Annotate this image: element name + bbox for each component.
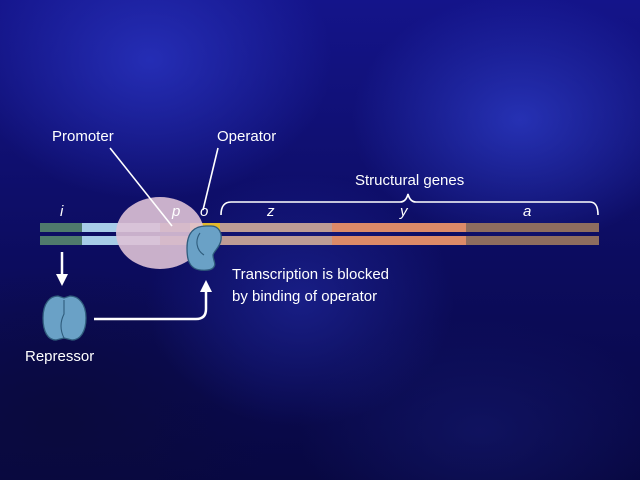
a-gene-segment <box>466 236 599 245</box>
rna-polymerase-shape <box>116 197 204 269</box>
gene-label-y: y <box>399 203 409 220</box>
i-gene-segment <box>40 236 82 245</box>
structural-genes-bracket <box>220 193 599 216</box>
y-gene-segment <box>332 223 466 232</box>
gene-label-p: p <box>171 203 180 220</box>
a-gene-segment <box>466 223 599 232</box>
i-gene-segment <box>40 223 82 232</box>
operator-label: Operator <box>217 128 276 145</box>
repressor-to-operator-arrow <box>94 290 208 321</box>
gene-label-o: o <box>200 203 208 220</box>
gene-label-i: i <box>60 203 64 220</box>
repressor-label: Repressor <box>25 348 94 365</box>
up-arrow-head <box>200 280 212 292</box>
y-gene-segment <box>332 236 466 245</box>
gene-label-z: z <box>266 203 275 220</box>
caption-line-2: by binding of operator <box>232 288 377 305</box>
caption-line-1: Transcription is blocked <box>232 266 389 283</box>
z-gene-segment <box>220 223 332 232</box>
free-repressor <box>42 295 87 341</box>
structural-genes-label: Structural genes <box>355 172 464 189</box>
promoter-label: Promoter <box>52 128 114 145</box>
promoter-leader-line <box>109 147 173 227</box>
bound-repressor <box>186 225 222 271</box>
operator-leader-line <box>202 147 219 211</box>
gene-label-a: a <box>523 203 531 220</box>
z-gene-segment <box>220 236 332 245</box>
down-arrow-head <box>56 274 68 286</box>
